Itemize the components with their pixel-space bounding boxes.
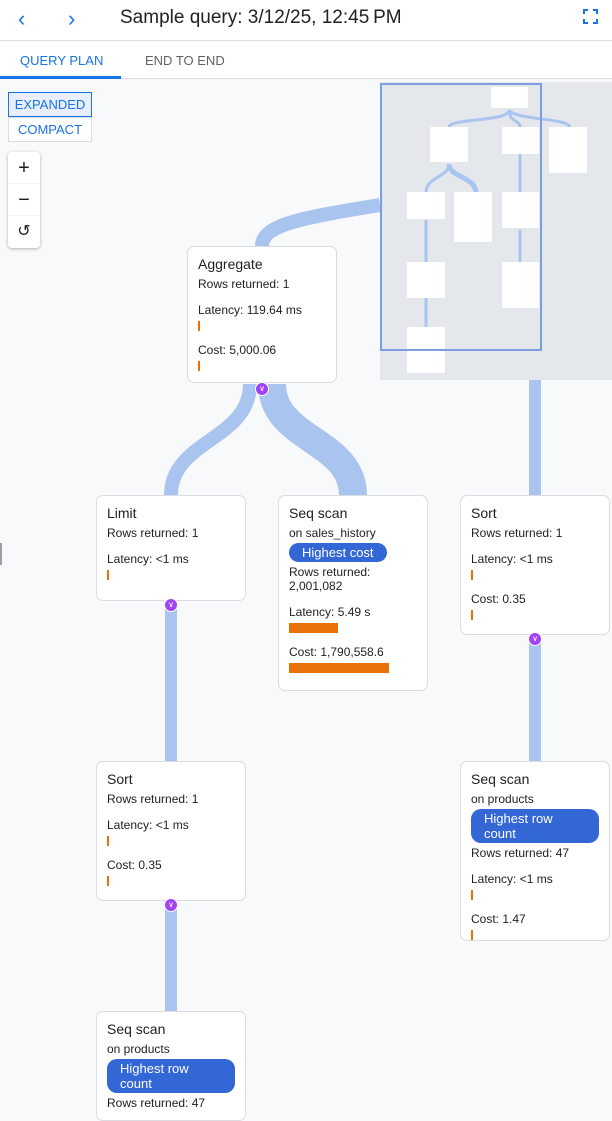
node-title: Limit	[107, 505, 137, 521]
cost: Cost: 5,000.06	[198, 343, 277, 357]
cost: Cost: 0.35	[471, 592, 526, 606]
cost-bar	[471, 930, 473, 940]
latency: Latency: <1 ms	[471, 872, 553, 886]
tab-query-plan[interactable]: QUERY PLAN	[20, 53, 104, 68]
fullscreen-icon[interactable]	[583, 9, 598, 24]
minimap-node	[407, 192, 445, 219]
rows-returned: Rows returned: 1	[471, 526, 563, 540]
highest-row-count-badge: Highest row count	[471, 809, 599, 843]
latency: Latency: 5.49 s	[289, 605, 371, 619]
latency-bar	[198, 321, 200, 331]
node-title: Seq scan	[471, 771, 530, 787]
active-tab-indicator	[0, 76, 121, 79]
node-title: Aggregate	[198, 256, 263, 272]
minimap-node	[454, 192, 492, 242]
cost-bar	[471, 610, 473, 620]
latency-bar	[289, 623, 338, 633]
node-seq-scan-sales-history[interactable]: Seq scan on sales_history Highest cost R…	[278, 495, 428, 691]
node-aggregate[interactable]: Aggregate Rows returned: 1 Latency: 119.…	[187, 246, 337, 383]
node-table: on products	[471, 792, 534, 806]
node-title: Sort	[107, 771, 133, 787]
resize-handle[interactable]	[0, 543, 2, 565]
node-title: Seq scan	[107, 1021, 166, 1037]
rows-returned: Rows returned: 1	[107, 526, 199, 540]
expand-chevron-icon[interactable]: ∨	[528, 632, 542, 646]
cost-bar	[107, 876, 109, 886]
minimap-node	[502, 192, 539, 228]
node-seq-scan-products-bottom[interactable]: Seq scan on products Highest row count R…	[96, 1011, 246, 1121]
link-aggregate-seqscan	[258, 382, 367, 497]
latency: Latency: <1 ms	[107, 552, 189, 566]
node-seq-scan-products-right[interactable]: Seq scan on products Highest row count R…	[460, 761, 610, 941]
minimap-node	[491, 87, 528, 108]
rows-returned: Rows returned:	[289, 565, 371, 579]
cost: Cost: 1,790,558.6	[289, 645, 384, 659]
link-aggregate-limit	[164, 383, 257, 496]
cost: Cost: 1.47	[471, 912, 526, 926]
latency: Latency: <1 ms	[107, 818, 189, 832]
expand-chevron-icon[interactable]: ∨	[255, 382, 269, 396]
minimap-viewport[interactable]	[380, 83, 542, 351]
compact-toggle[interactable]: COMPACT	[8, 117, 92, 142]
minimap-node	[430, 127, 468, 162]
rows-returned: Rows returned: 1	[198, 277, 290, 291]
cost: Cost: 0.35	[107, 858, 162, 872]
node-table: on products	[107, 1042, 170, 1056]
highest-row-count-badge: Highest row count	[107, 1059, 235, 1093]
rows-returned: Rows returned: 47	[471, 846, 570, 860]
node-sort-left[interactable]: Sort Rows returned: 1 Latency: <1 ms Cos…	[96, 761, 246, 901]
tab-end-to-end[interactable]: END TO END	[145, 53, 225, 68]
chevron-left-icon[interactable]: ‹	[18, 6, 26, 31]
cost-bar	[198, 361, 200, 371]
cost-bar	[289, 663, 389, 673]
zoom-out-button[interactable]: −	[8, 184, 40, 216]
minimap-node	[502, 127, 539, 154]
expand-chevron-icon[interactable]: ∨	[164, 898, 178, 912]
expand-chevron-icon[interactable]: ∨	[164, 598, 178, 612]
chevron-right-icon[interactable]: ›	[68, 6, 76, 31]
zoom-in-button[interactable]: +	[8, 152, 40, 184]
expanded-toggle[interactable]: EXPANDED	[8, 92, 92, 117]
node-limit[interactable]: Limit Rows returned: 1 Latency: <1 ms	[96, 495, 246, 601]
node-title: Sort	[471, 505, 497, 521]
header: ‹ › Sample query: 3/12/25, 12:45 PM	[0, 0, 612, 41]
rows-returned: Rows returned: 47	[107, 1096, 206, 1110]
node-sort-right[interactable]: Sort Rows returned: 1 Latency: <1 ms Cos…	[460, 495, 610, 635]
minimap-node	[549, 127, 587, 173]
tab-bar: QUERY PLAN END TO END	[0, 42, 612, 79]
reset-zoom-button[interactable]: ↺	[17, 223, 31, 240]
page-title: Sample query: 3/12/25, 12:45 PM	[120, 7, 402, 28]
latency-bar	[107, 570, 109, 580]
zoom-controls: + − ↺	[8, 152, 40, 248]
node-table: on sales_history	[289, 526, 376, 540]
highest-cost-badge: Highest cost	[289, 543, 387, 562]
latency: Latency: 119.64 ms	[198, 303, 302, 317]
latency-bar	[471, 570, 473, 580]
rows-returned-value: 2,001,082	[289, 579, 343, 593]
minimap-node	[502, 262, 539, 308]
rows-returned: Rows returned: 1	[107, 792, 199, 806]
minimap-node	[407, 262, 445, 298]
link-aggregate-parent	[255, 198, 382, 248]
node-title: Seq scan	[289, 505, 348, 521]
latency-bar	[471, 890, 473, 900]
latency-bar	[107, 836, 109, 846]
latency: Latency: <1 ms	[471, 552, 553, 566]
